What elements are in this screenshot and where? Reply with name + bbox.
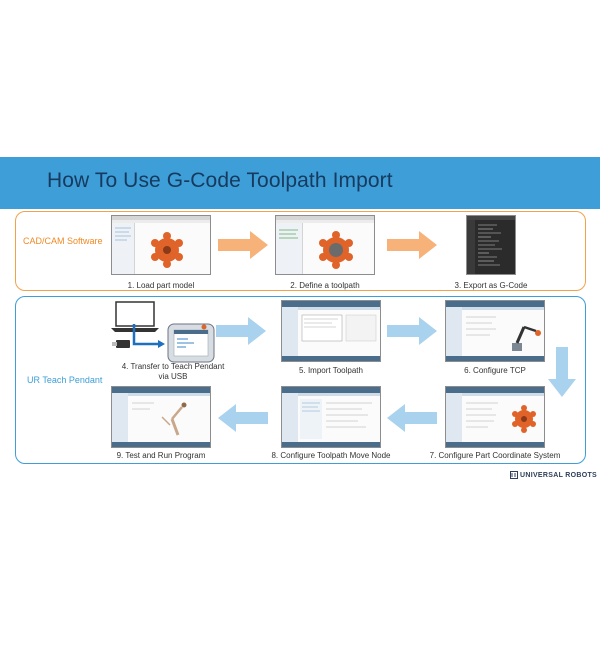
step-6-screenshot [445,300,545,362]
step-2-caption: 2. Define a toolpath [290,281,360,290]
arrow-right-icon [387,231,437,259]
robot-arm-icon [161,402,187,436]
page-title: How To Use G-Code Toolpath Import [47,169,393,192]
cad-cam-label: CAD/CAM Software [23,236,103,246]
ur-pendant-label: UR Teach Pendant [27,375,103,385]
arrow-right-icon [387,317,437,345]
teach-pendant-icon [167,323,215,363]
step-1-caption: 1. Load part model [127,281,195,290]
step-6-caption: 6. Configure TCP [464,366,526,375]
ur-logo-icon [510,471,518,479]
step-2-screenshot [275,215,375,275]
title-banner: How To Use G-Code Toolpath Import [0,157,600,209]
step-1-screenshot [111,215,211,275]
robot-arm-icon [512,325,541,351]
gear-part-icon [151,232,183,268]
step-4-illustration [111,301,215,363]
step-5-caption: 5. Import Toolpath [299,366,363,375]
step-7-caption: 7. Configure Part Coordinate System [429,451,561,460]
step-9-caption: 9. Test and Run Program [116,451,206,460]
arrow-right-icon [218,231,268,259]
step-8-screenshot [281,386,381,448]
step-9-screenshot [111,386,211,448]
step-3-caption: 3. Export as G-Code [454,281,528,290]
step-3-screenshot [466,215,516,275]
step-8-caption: 8. Configure Toolpath Move Node [271,451,391,460]
arrow-down-icon [548,347,576,397]
step-4-caption: 4. Transfer to Teach Pendant via USB [121,362,225,381]
arrow-left-icon [218,404,268,432]
step-5-screenshot [281,300,381,362]
arrow-left-icon [387,404,437,432]
logo-text: UNIVERSAL ROBOTS [520,471,598,479]
step-7-screenshot [445,386,545,448]
usb-stick-icon [112,340,130,348]
arrow-right-icon [216,317,266,345]
universal-robots-logo: UNIVERSAL ROBOTS [510,471,597,479]
laptop-icon [111,301,159,332]
